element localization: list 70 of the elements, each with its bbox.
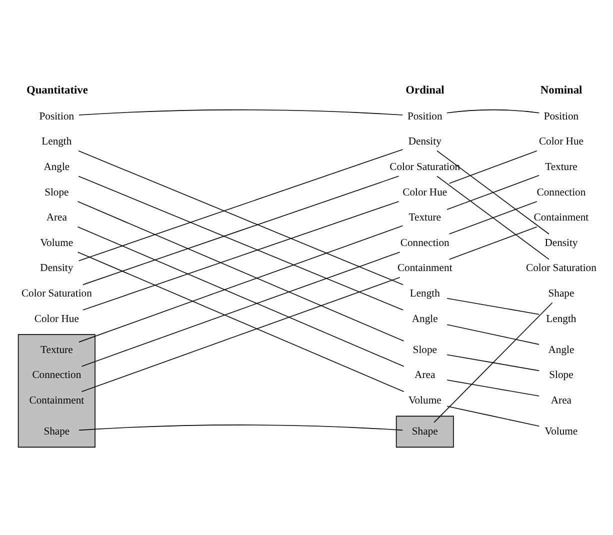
- node-text: Length: [546, 313, 576, 324]
- node-text: Shape: [412, 426, 438, 437]
- node-text: Density: [408, 136, 442, 148]
- connector: [78, 175, 404, 310]
- connector: [446, 324, 540, 344]
- node-text: Area: [46, 212, 67, 224]
- node-text: Volume: [40, 237, 74, 248]
- node-text: Containment: [534, 212, 589, 224]
- cluster: [18, 334, 96, 448]
- connector: [82, 200, 400, 310]
- node-text: Containment: [29, 394, 84, 406]
- connector: [77, 226, 404, 366]
- connector: [446, 354, 540, 371]
- connector: [82, 175, 400, 285]
- connector: [436, 150, 550, 234]
- node-text: Volume: [544, 426, 578, 437]
- node-text: Length: [42, 136, 72, 148]
- node-text: Texture: [408, 212, 442, 224]
- connector: [436, 175, 550, 260]
- connector: [446, 108, 540, 113]
- label: Nominal: [540, 84, 582, 96]
- node-text: Length: [410, 288, 440, 299]
- node-text: Position: [39, 110, 74, 122]
- node-text: Color Hue: [538, 136, 584, 148]
- node-text: Area: [550, 394, 572, 406]
- node-text: Slope: [412, 344, 437, 356]
- node-text: Density: [544, 237, 578, 248]
- node-text: Texture: [40, 344, 73, 356]
- node-text: Density: [40, 262, 74, 274]
- connector: [77, 251, 404, 392]
- node-text: Shape: [44, 426, 70, 437]
- node-text: Angle: [412, 313, 438, 324]
- node-text: Color Hue: [34, 313, 79, 324]
- node-text: Connection: [536, 186, 586, 198]
- connector: [78, 108, 403, 115]
- node-text: Position: [544, 110, 579, 122]
- connector: [434, 302, 553, 422]
- connector: [81, 276, 400, 392]
- node-text: Connection: [32, 370, 82, 381]
- node-text: Texture: [545, 161, 578, 172]
- connector: [78, 148, 404, 261]
- connector: [78, 224, 404, 342]
- node-text: Position: [407, 110, 442, 122]
- connector: [448, 200, 538, 234]
- node-text: Area: [414, 370, 436, 381]
- node-text: Slope: [44, 186, 69, 198]
- node-text: Color Saturation: [390, 161, 460, 172]
- connector: [448, 226, 538, 260]
- node-text: Connection: [400, 237, 450, 248]
- connector: [446, 405, 540, 426]
- connector: [446, 379, 540, 396]
- connector: [446, 297, 540, 314]
- node-text: Shape: [548, 288, 574, 299]
- node-text: Volume: [408, 394, 442, 406]
- node-text: Angle: [44, 161, 70, 172]
- connector: [77, 200, 404, 341]
- connector: [78, 150, 404, 285]
- connector: [448, 150, 538, 184]
- label: Quantitative: [26, 84, 88, 96]
- cluster: [396, 415, 454, 448]
- node-text: Slope: [549, 370, 574, 381]
- connector: [446, 174, 540, 210]
- connector: [78, 424, 403, 430]
- node-text: Containment: [397, 262, 452, 274]
- label: Ordinal: [406, 84, 444, 96]
- node-text: Color Saturation: [526, 262, 596, 274]
- node-text: Angle: [548, 344, 574, 356]
- node-text: Color Saturation: [21, 288, 92, 299]
- node-text: Color Hue: [402, 186, 448, 198]
- connector: [81, 251, 400, 366]
